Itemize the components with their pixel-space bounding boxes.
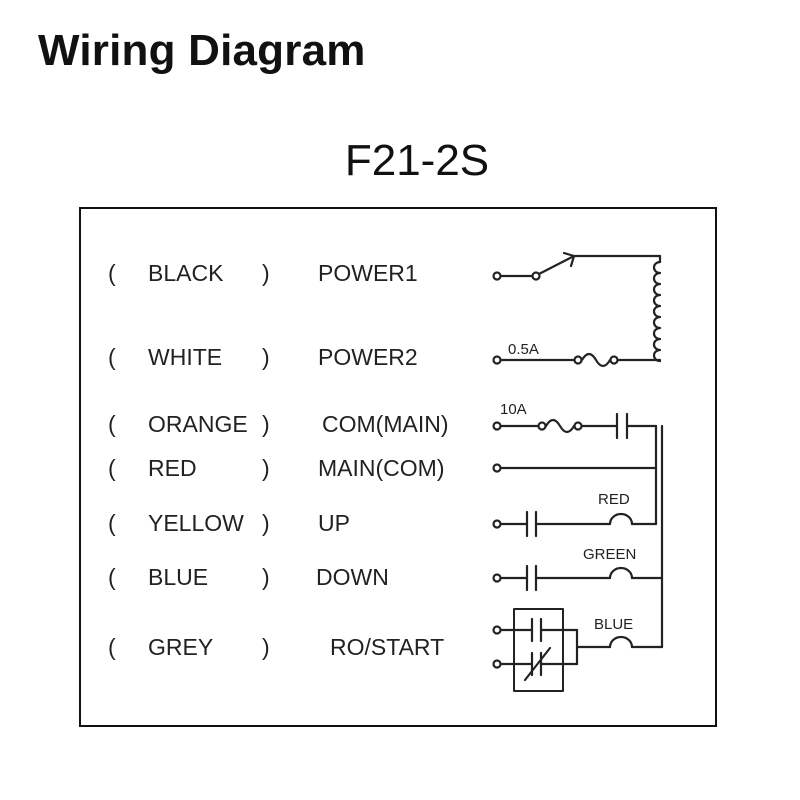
wire-color-label: YELLOW (148, 510, 244, 536)
paren-close: ) (262, 344, 270, 370)
terminal-function-label: MAIN(COM) (318, 455, 445, 481)
wire-color-label: ORANGE (148, 411, 248, 437)
terminal-function-label: POWER1 (318, 260, 418, 286)
terminal-function-label: POWER2 (318, 344, 418, 370)
diagram-frame (79, 207, 717, 727)
wire-color-label: BLUE (148, 564, 209, 590)
paren-open: ( (108, 455, 116, 481)
model-number: F21-2S (344, 136, 490, 185)
terminal-function-label: COM(MAIN) (322, 411, 449, 437)
page-title: Wiring Diagram (38, 26, 366, 75)
paren-open: ( (108, 634, 116, 660)
paren-open: ( (108, 411, 116, 437)
wire-color-label: WHITE (148, 344, 223, 370)
paren-close: ) (262, 411, 270, 437)
paren-close: ) (262, 564, 270, 590)
paren-open: ( (108, 510, 116, 536)
paren-close: ) (262, 260, 270, 286)
wire-color-label: BLACK (148, 260, 224, 286)
paren-close: ) (262, 455, 270, 481)
wire-color-label: RED (148, 455, 197, 481)
terminal-function-label: DOWN (316, 564, 389, 590)
paren-open: ( (108, 344, 116, 370)
terminal-function-label: UP (318, 510, 350, 536)
terminal-function-label: RO/START (330, 634, 445, 660)
wire-color-label: GREY (148, 634, 214, 660)
paren-open: ( (108, 260, 116, 286)
paren-open: ( (108, 564, 116, 590)
paren-close: ) (262, 634, 270, 660)
paren-close: ) (262, 510, 270, 536)
